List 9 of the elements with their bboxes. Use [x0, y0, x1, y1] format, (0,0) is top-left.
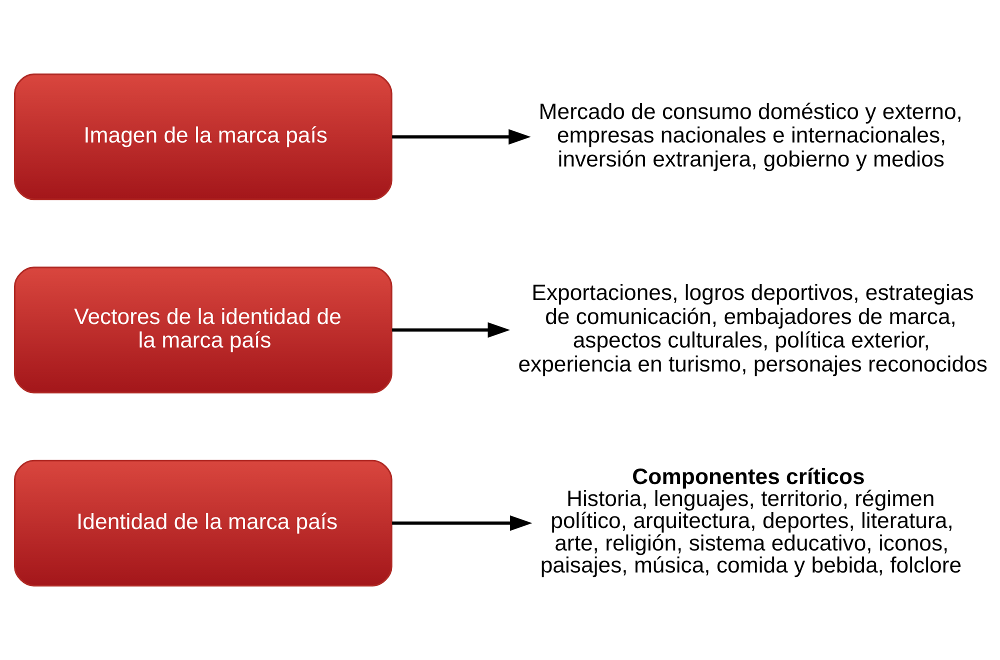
arrow	[392, 322, 510, 338]
node-text: Exportaciones, logros deportivos, estrategias de comunicación, embajadores de marca, aspectos culturales, política exterior, experiencia en turismo, personajes reconocidos	[518, 280, 988, 376]
node-text: Mercado de consumo doméstico y externo, empresas nacionales e internacionales, inversión extranjera, gobierno y medios	[538, 98, 962, 172]
node-box: Vectores de la identidad de la marca país	[14, 266, 392, 394]
node-box: Identidad de la marca país	[14, 460, 392, 586]
arrow	[392, 129, 531, 145]
node-text: Componentes críticos Historia, lenguajes, territorio, régimen político, arquitectura, deportes, literatura, arte, religión, sistema educativo, iconos, paisajes, música, comida y bebida, folclore	[540, 464, 962, 578]
arrow	[392, 515, 532, 531]
node-box: Imagen de la marca país	[14, 74, 392, 200]
